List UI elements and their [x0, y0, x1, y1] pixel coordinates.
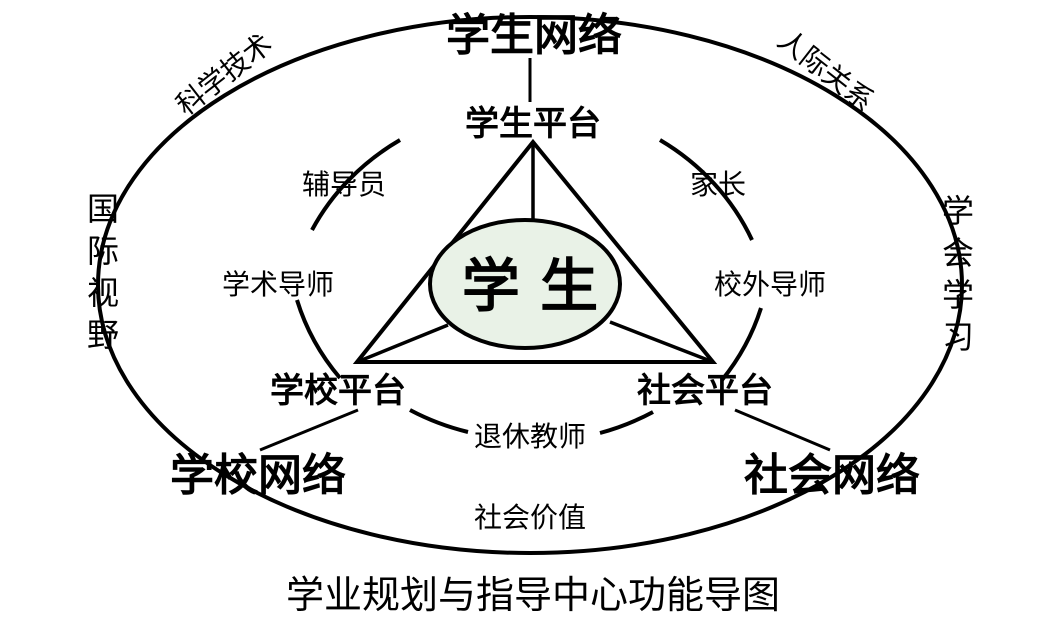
label-external-mentor: 校外导师 — [714, 268, 826, 301]
svg-text:会: 会 — [942, 234, 974, 272]
label-social-value: 社会价值 — [474, 501, 586, 534]
center-ellipse — [428, 218, 622, 350]
svg-text:学: 学 — [942, 276, 974, 314]
svg-text:际: 际 — [87, 232, 119, 270]
triangle-spokes — [356, 142, 714, 364]
platform-student: 学生平台 — [465, 104, 601, 144]
label-retired-teachers: 退休教师 — [474, 420, 586, 453]
svg-text:习: 习 — [942, 318, 974, 356]
network-connectors — [259, 58, 831, 452]
platform-society: 社会平台 — [637, 371, 773, 411]
label-counselor: 辅导员 — [302, 168, 386, 201]
diagram-caption: 学业规划与指导中心功能导图 — [286, 573, 780, 617]
platform-school: 学校平台 — [270, 371, 406, 411]
center-label: 学 生 — [462, 252, 598, 320]
label-parents: 家长 — [690, 168, 746, 201]
network-society: 社会网络 — [744, 450, 920, 501]
svg-text:野: 野 — [87, 316, 119, 354]
label-learn-to-learn: 学 会 学 习 — [942, 192, 974, 356]
outer-network-ring — [96, 15, 964, 555]
inner-platform-ring — [295, 138, 763, 435]
label-academic-mentor: 学术导师 — [222, 268, 334, 301]
svg-text:视: 视 — [87, 274, 119, 312]
label-global-view: 国 际 视 野 — [87, 190, 119, 354]
network-student: 学生网络 — [446, 10, 622, 61]
svg-text:国: 国 — [87, 190, 119, 228]
network-school: 学校网络 — [170, 450, 346, 501]
svg-text:学: 学 — [942, 192, 974, 230]
